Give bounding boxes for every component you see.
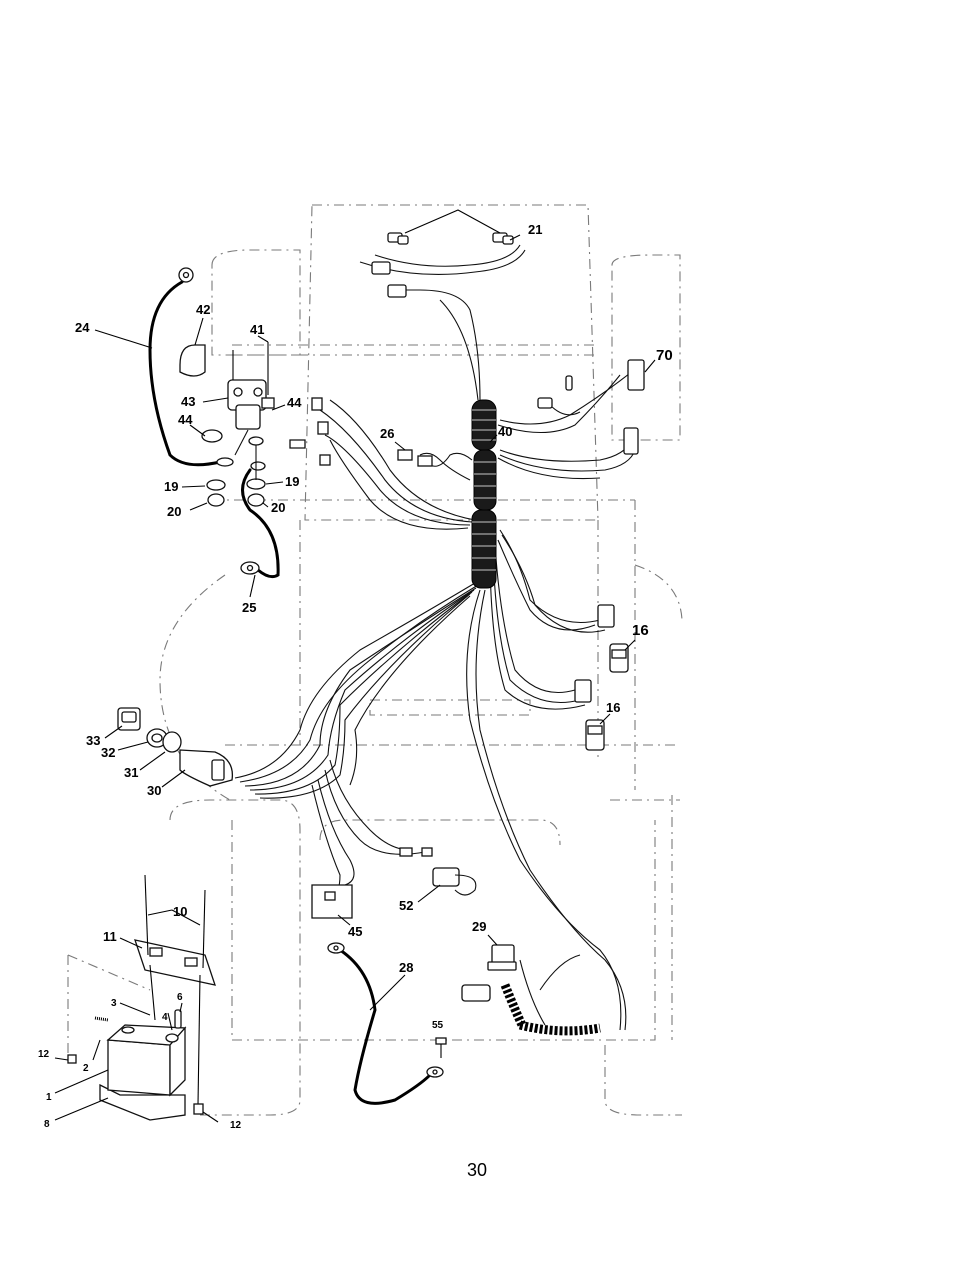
- ground-cable-28: [328, 943, 443, 1103]
- callout-55: 55: [432, 1020, 444, 1031]
- callout-32: 32: [101, 745, 115, 760]
- connector-45: [312, 848, 432, 918]
- callout-31: 31: [124, 765, 138, 780]
- callout-70: 70: [656, 347, 673, 364]
- solenoid-assembly: [180, 342, 274, 506]
- callout-45: 45: [348, 924, 362, 939]
- callout-41: 41: [250, 322, 264, 337]
- callout-2: 2: [83, 1063, 89, 1074]
- callout-16-upper: 16: [632, 622, 649, 639]
- callout-12-left: 12: [38, 1049, 50, 1060]
- callout-26: 26: [380, 426, 394, 441]
- connector-21: [372, 233, 513, 297]
- harness-loom: [472, 400, 496, 588]
- switch-16: [575, 605, 628, 750]
- callout-labels: 21 42 41 24 70 43 44 44 26 40 19 19 20 2…: [38, 222, 673, 1131]
- callout-33: 33: [86, 733, 100, 748]
- battery-assembly: [68, 875, 215, 1120]
- callout-43: 43: [181, 394, 195, 409]
- callout-42: 42: [196, 302, 210, 317]
- callout-10: 10: [173, 904, 187, 919]
- callout-3: 3: [111, 998, 117, 1009]
- tractor-outline: [68, 205, 682, 1115]
- callout-11: 11: [103, 929, 117, 944]
- leader-lines: [55, 210, 655, 1122]
- callout-4: 4: [162, 1012, 168, 1023]
- callout-52: 52: [399, 898, 413, 913]
- callout-40: 40: [498, 424, 512, 439]
- callout-12-right: 12: [230, 1120, 242, 1131]
- callout-6: 6: [177, 992, 183, 1003]
- callout-21: 21: [528, 222, 542, 237]
- callout-1: 1: [46, 1092, 52, 1103]
- callout-44-right: 44: [287, 395, 302, 410]
- callout-44-left: 44: [178, 412, 193, 427]
- callout-29: 29: [472, 919, 486, 934]
- callout-28: 28: [399, 960, 413, 975]
- callout-30: 30: [147, 783, 161, 798]
- coiled-cable: [505, 985, 600, 1031]
- connector-26: [290, 398, 432, 466]
- callout-20-right: 20: [271, 500, 285, 515]
- callout-24: 24: [75, 320, 90, 335]
- screw-55: [436, 1038, 446, 1058]
- harness-wires: [235, 245, 640, 1030]
- callout-8: 8: [44, 1119, 50, 1130]
- callout-16-lower: 16: [606, 700, 620, 715]
- callout-25: 25: [242, 600, 256, 615]
- page-number: 30: [0, 1160, 954, 1181]
- callout-20-left: 20: [167, 504, 181, 519]
- callout-19-left: 19: [164, 479, 178, 494]
- connector-70: [538, 360, 644, 454]
- connector-52: [433, 868, 476, 895]
- callout-19-right: 19: [285, 474, 299, 489]
